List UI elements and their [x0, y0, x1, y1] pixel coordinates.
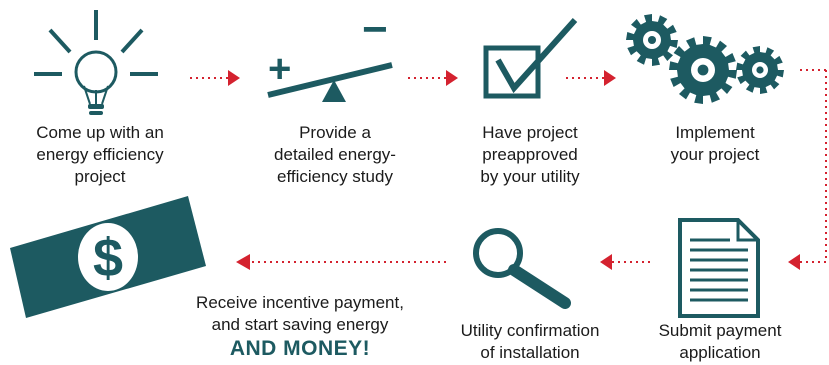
gear-small-left [626, 14, 678, 66]
lightbulb-icon [34, 10, 158, 115]
money-icon: $ [10, 196, 206, 318]
arrow-4-head [788, 254, 800, 270]
step-6-label: Utility confirmation of installation [460, 321, 600, 362]
plus-sign: + [268, 47, 291, 91]
arrow-6-head [236, 254, 250, 270]
dollar-sign: $ [93, 228, 123, 288]
step-1-label: Come up with an energy efficiency projec… [36, 123, 164, 186]
minus-sign: − [362, 5, 388, 54]
step-5-label: Submit payment application [658, 321, 782, 362]
step-3-label: Have project preapproved by your utility [480, 123, 580, 186]
arrow-1-head [228, 70, 240, 86]
gears-icon [626, 14, 784, 104]
arrow-5-head [600, 254, 612, 270]
flow-arrows [190, 69, 827, 270]
magnifier-icon [473, 228, 571, 309]
document-icon [678, 218, 760, 318]
arrow-3-head [604, 70, 616, 86]
gear-small-right [736, 46, 784, 94]
step-2-label: Provide a detailed energy- efficiency st… [274, 123, 396, 186]
arrow-2-head [446, 70, 458, 86]
gear-large [669, 36, 737, 104]
seesaw-icon: + − [267, 5, 393, 102]
step-4-label: Implement your project [670, 123, 760, 164]
emphasis-money: AND MONEY! [229, 337, 371, 360]
step-7-label: Receive incentive payment, and start sav… [150, 292, 450, 362]
checkbox-icon [483, 17, 578, 99]
